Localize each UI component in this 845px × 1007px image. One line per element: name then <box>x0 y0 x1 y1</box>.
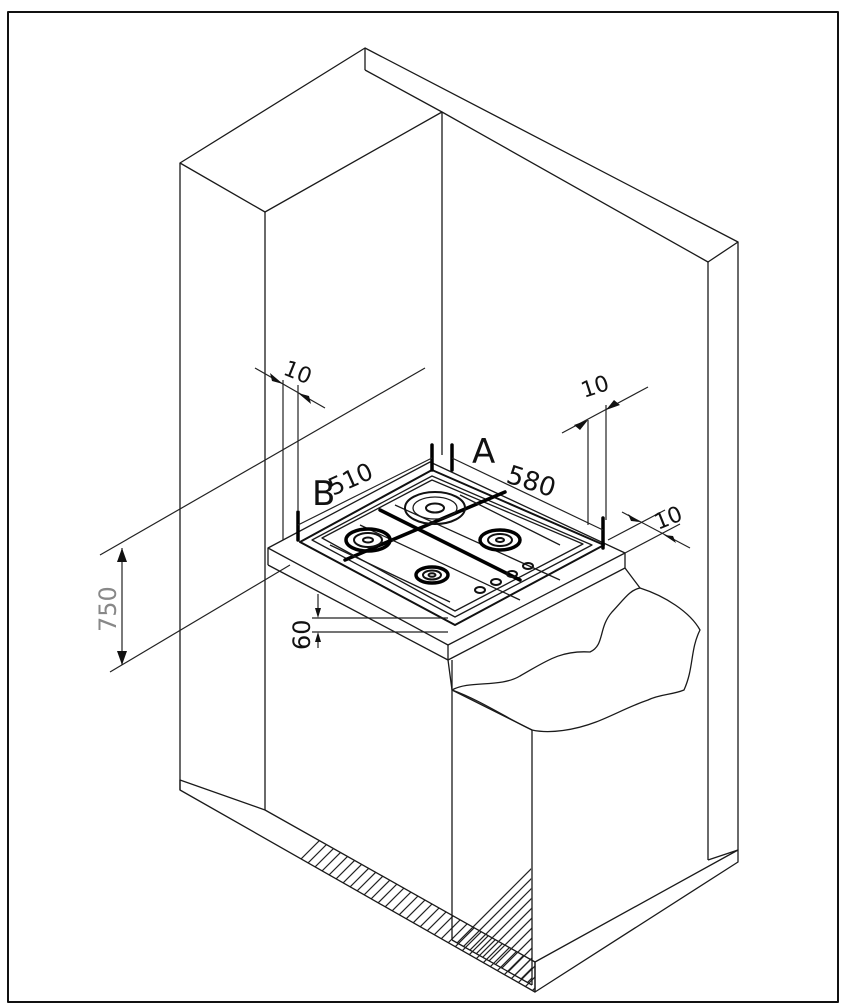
hatch-line <box>512 780 535 992</box>
burner-right <box>478 528 522 552</box>
hatch-line <box>529 695 532 985</box>
hatch-line <box>523 780 535 992</box>
cutout-markers <box>296 443 605 550</box>
hatch-line <box>180 780 423 992</box>
hatch-line <box>239 299 265 810</box>
hatch-line <box>468 780 535 992</box>
hatch-line <box>557 760 807 1007</box>
hatch-line <box>459 695 532 985</box>
dim-b-letter: B <box>312 474 335 514</box>
hatch-line <box>550 650 845 1000</box>
diagram-border <box>7 11 839 1003</box>
hatch-line <box>237 780 489 992</box>
hatch-line <box>263 299 265 810</box>
room-walls <box>179 47 739 993</box>
hatch-line <box>501 780 535 992</box>
hatch-line <box>204 780 456 992</box>
hatch-line <box>215 780 467 992</box>
hatch-line <box>180 299 265 810</box>
hatch-line <box>336 780 535 992</box>
hatch-line <box>180 299 265 810</box>
hatch-line <box>519 695 532 985</box>
hatch-line <box>424 780 535 992</box>
hatch-line <box>259 780 511 992</box>
hatch-line <box>540 650 845 1000</box>
hatch-line <box>490 780 535 992</box>
hatch-line <box>452 695 532 985</box>
cabinet-side-hatching <box>452 650 845 1000</box>
dim-a-letter: A <box>472 432 495 472</box>
hatch-line <box>180 299 265 810</box>
hatch-line <box>402 780 535 992</box>
hatch-line <box>180 780 412 992</box>
dim-height: 750 <box>94 586 122 632</box>
dim-a-value: 580 <box>503 460 559 504</box>
hatch-line <box>180 299 265 810</box>
hatch-line <box>180 299 265 810</box>
burner-left <box>344 527 392 553</box>
hatch-line <box>452 695 532 985</box>
dim-depth: 60 <box>288 619 316 650</box>
hatch-line <box>489 695 532 985</box>
hatch-line <box>546 760 796 1007</box>
hatch-line <box>469 695 532 985</box>
hatch-line <box>446 780 535 992</box>
hatch-line <box>560 650 845 1000</box>
burner-front <box>414 565 450 585</box>
dimension-labels: A 580 B 510 10 10 10 750 60 <box>94 356 686 650</box>
hatch-line <box>479 780 535 992</box>
hatch-line <box>452 695 532 985</box>
hatch-line <box>325 780 535 992</box>
hatch-line <box>534 780 535 992</box>
control-knobs <box>474 562 534 594</box>
left-wall-hatching <box>180 299 265 810</box>
hatch-line <box>180 299 265 810</box>
dimension-lines <box>99 367 691 673</box>
hatch-line <box>452 695 532 985</box>
hatch-line <box>314 780 535 992</box>
burner-rear <box>404 491 466 525</box>
hatch-line <box>180 780 401 992</box>
cabinet <box>267 461 701 986</box>
hatch-line <box>499 695 532 985</box>
hatch-line <box>435 780 535 992</box>
hatch-line <box>452 695 532 985</box>
hatch-line <box>251 299 265 810</box>
hatch-line <box>248 780 500 992</box>
hatch-line <box>193 780 445 992</box>
dim-gap-right: 10 <box>578 371 612 403</box>
hatch-line <box>281 780 533 992</box>
hatch-line <box>457 780 535 992</box>
hatch-line <box>452 695 532 985</box>
hatch-line <box>347 780 535 992</box>
